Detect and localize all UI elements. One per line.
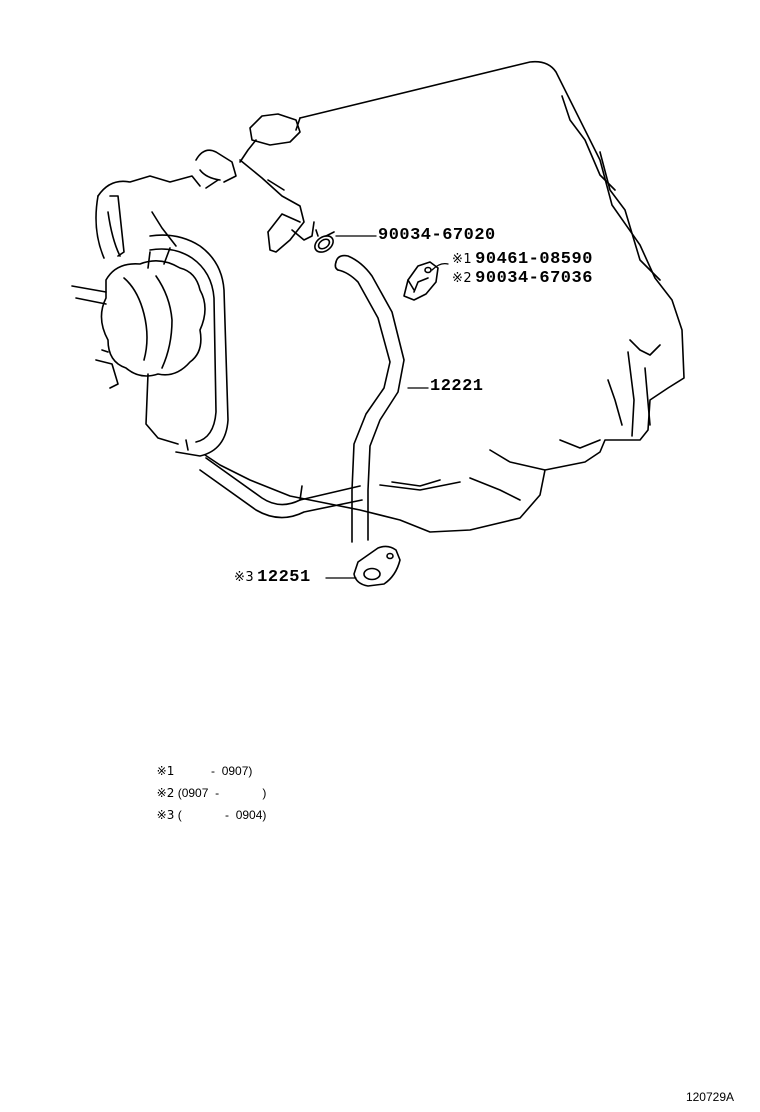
- note-line-2: ※2 (0907 - ): [150, 772, 267, 800]
- hose-12221-illustration: [334, 254, 405, 543]
- callout-12221: 12221: [430, 377, 484, 396]
- leader-lines: [325, 235, 449, 579]
- engine-block-illustration: [71, 60, 685, 533]
- note-range: (0907 - ): [174, 786, 267, 800]
- part-number: 90034-67036: [475, 269, 593, 288]
- clip-illustration: [403, 261, 439, 301]
- flange-12251-illustration: [353, 545, 401, 587]
- part-number: 90461-08590: [475, 250, 593, 269]
- note-mark: ※3: [156, 808, 175, 822]
- callout-90034-67020: 90034-67020: [378, 226, 496, 245]
- note-line-1: ※1 - 0907): [150, 750, 253, 778]
- note-mark: ※1: [156, 764, 175, 778]
- note-mark-2: ※2: [452, 271, 473, 286]
- note-mark: ※2: [156, 786, 175, 800]
- hose-clamp-illustration: [314, 229, 335, 253]
- diagram-id: 120729A: [685, 1090, 734, 1104]
- note-mark-1: ※1: [452, 252, 473, 267]
- note-range: - 0907): [174, 764, 253, 778]
- note-mark-3: ※3: [234, 570, 255, 585]
- note-line-3: ※3 ( - 0904): [150, 794, 267, 822]
- part-number: 12251: [257, 568, 311, 587]
- note-range: ( - 0904): [174, 808, 267, 822]
